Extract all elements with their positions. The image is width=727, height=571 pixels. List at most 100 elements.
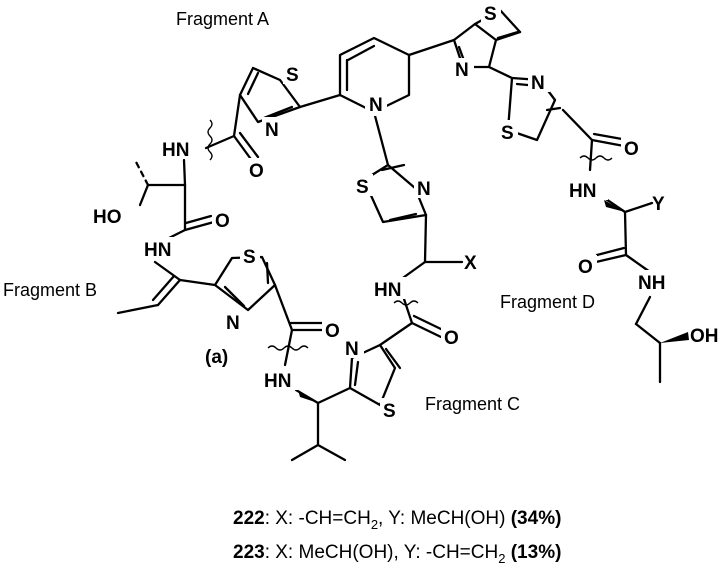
atom-ho: HO bbox=[93, 207, 122, 228]
cleavage-marks bbox=[207, 119, 613, 351]
bond-ca-cb-b bbox=[156, 278, 182, 307]
bond-ca-thiazole-b bbox=[178, 278, 217, 287]
caption-colon: : bbox=[265, 542, 270, 563]
bond-cb-me-b bbox=[116, 303, 160, 315]
bond-nh-ch2-d bbox=[634, 295, 652, 326]
fragC-thiazole-double bbox=[384, 347, 402, 370]
atom-o: O bbox=[624, 139, 639, 160]
atom-x: X bbox=[464, 253, 477, 274]
caption-y-label: , Y: bbox=[394, 542, 426, 563]
atom-o: O bbox=[215, 211, 230, 232]
bond-co-o-d-double bbox=[595, 246, 626, 257]
fragC-thiazole-ring bbox=[348, 343, 397, 407]
atom-o: O bbox=[444, 328, 459, 349]
x-substituent-subscript: 2 bbox=[371, 517, 378, 532]
wedge-ca-d bbox=[604, 200, 625, 212]
caption-colon: : bbox=[265, 508, 270, 529]
carbonyl-b-CN bbox=[283, 328, 294, 367]
fragA-thiazole-double bbox=[246, 71, 260, 96]
carbonyl-a-CN bbox=[204, 134, 236, 150]
caption-y-label: , Y: bbox=[378, 508, 410, 529]
fragment-b-label: Fragment B bbox=[3, 280, 97, 300]
bond-thiazole-thiazole bbox=[494, 30, 522, 42]
bond-cb-me-thr bbox=[133, 158, 150, 187]
fragment-c-label: Fragment C bbox=[425, 394, 520, 414]
bond-pyridine-thiazole-top bbox=[407, 38, 456, 57]
compound-number: 222 bbox=[233, 508, 265, 529]
bond-cb-oh-thr bbox=[138, 183, 150, 207]
product-caption: 222: X: -CH=CH2, Y: MeCH(OH) (34%) 223: … bbox=[233, 508, 561, 566]
cleavage-mark-c bbox=[393, 300, 419, 306]
cleavage-mark-b bbox=[267, 345, 309, 351]
atom-o: O bbox=[578, 257, 593, 278]
right-thiazole-double bbox=[545, 106, 562, 112]
carbonyl-d-CO bbox=[590, 138, 626, 148]
atom-n: N bbox=[531, 73, 545, 94]
bond-thiazole-carbonyl-d bbox=[561, 108, 594, 142]
fragB-thiazole-double bbox=[265, 261, 270, 285]
carbonyl-a-CO-double bbox=[238, 131, 260, 159]
bond-skeleton bbox=[116, 8, 689, 462]
yield: (34%) bbox=[511, 508, 562, 529]
caption-x-label: X: bbox=[270, 508, 299, 529]
yield: (13%) bbox=[511, 542, 562, 563]
bond-thiazole-thiazole-link bbox=[487, 65, 514, 80]
atom-s: S bbox=[286, 65, 299, 86]
bond-nh-ca-thr bbox=[182, 158, 187, 187]
carbonyl-c-CO-double bbox=[412, 314, 445, 332]
fragment-a-label: Fragment A bbox=[176, 9, 269, 29]
carbonyl-c-CO bbox=[410, 321, 443, 339]
wedge-ch-oh bbox=[660, 332, 689, 343]
fragC-thiazole-double bbox=[353, 360, 360, 387]
bond-co-o-d bbox=[594, 253, 628, 264]
cleavage-mark-a bbox=[207, 119, 213, 161]
atom-n: N bbox=[417, 179, 431, 200]
atom-hn: HN bbox=[569, 181, 596, 202]
atom-n: N bbox=[455, 60, 469, 81]
y-substituent: -CH=CH bbox=[426, 542, 498, 563]
atom-n: N bbox=[226, 313, 240, 334]
atom-nh: NH bbox=[638, 273, 665, 294]
bond-ca-cb-b-double bbox=[151, 274, 176, 302]
bond-thiazole-carbonyl-a bbox=[232, 93, 242, 138]
bond-thiazole-carbonyl-c bbox=[378, 321, 414, 347]
bond-cb-me2-val bbox=[316, 443, 347, 462]
compound-number: 223 bbox=[233, 542, 265, 563]
bond-co-o-thr bbox=[183, 220, 216, 232]
bond-co-o-thr-double bbox=[184, 214, 213, 225]
wedge-ca-val bbox=[298, 390, 318, 403]
atom-hn: HN bbox=[374, 280, 401, 301]
central-thiazole-double bbox=[380, 163, 406, 172]
atom-s: S bbox=[243, 247, 256, 268]
caption-line-223: 223: X: MeCH(OH), Y: -CH=CH2 (13%) bbox=[233, 542, 561, 566]
atom-hn: HN bbox=[144, 240, 171, 261]
site-label-a: (a) bbox=[205, 347, 228, 368]
y-substituent: MeCH(OH) bbox=[410, 508, 505, 529]
bond-cb-me1-val bbox=[290, 443, 320, 462]
y-substituent-subscript: 2 bbox=[498, 551, 505, 566]
caption-line-222: 222: X: -CH=CH2, Y: MeCH(OH) (34%) bbox=[233, 508, 561, 532]
bond-ca-y bbox=[623, 201, 654, 214]
bond-ca-co-d bbox=[623, 210, 628, 257]
fragment-labels: Fragment A Fragment B Fragment C Fragmen… bbox=[3, 9, 595, 414]
bond-chx-thiazole bbox=[423, 213, 428, 264]
atom-n: N bbox=[345, 339, 359, 360]
carbonyl-d-CO-double bbox=[592, 132, 624, 141]
bond-pyridine-thiazole-central bbox=[372, 110, 390, 167]
atom-s: S bbox=[356, 177, 369, 198]
carbonyl-c-CN bbox=[402, 297, 414, 325]
atom-n: N bbox=[265, 120, 279, 141]
atom-oh: OH bbox=[690, 326, 719, 347]
caption-x-label: X: bbox=[270, 542, 299, 563]
atom-hn: HN bbox=[162, 140, 189, 161]
carbonyl-a-CO bbox=[232, 134, 255, 164]
fragA-thiazole-double bbox=[262, 105, 294, 120]
atom-s: S bbox=[501, 123, 514, 144]
bond-thiazole-carbonyl-b bbox=[273, 283, 294, 332]
atom-s: S bbox=[484, 4, 497, 25]
atom-s: S bbox=[383, 401, 396, 422]
fragB-thiazole-double bbox=[223, 285, 246, 308]
atom-o: O bbox=[249, 161, 264, 182]
pyridine-double-bond bbox=[346, 44, 376, 62]
